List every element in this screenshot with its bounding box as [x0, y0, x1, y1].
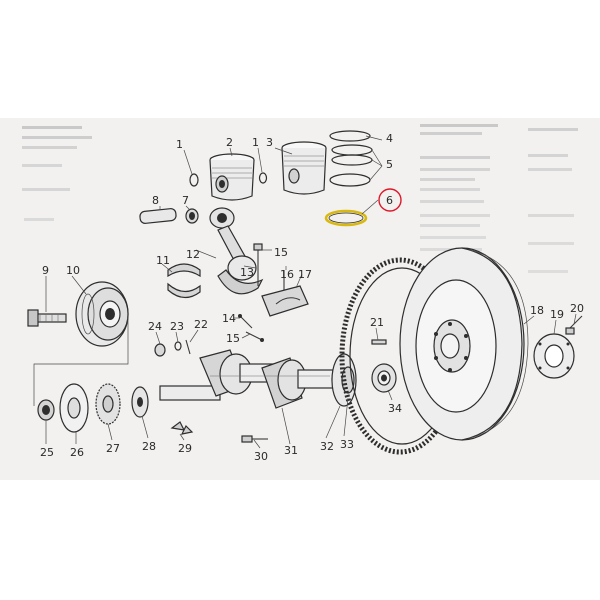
piston-left [209, 153, 255, 201]
callout-12: 12 [186, 248, 200, 261]
flywheel-bolt [241, 435, 268, 443]
callout-2: 2 [226, 136, 233, 149]
callout-26: 26 [70, 446, 84, 459]
circlip-left [189, 173, 199, 187]
gear-spacer [131, 386, 149, 418]
callout-8: 8 [152, 194, 159, 207]
callout-32: 32 [320, 440, 334, 453]
crank-timing-gear [95, 383, 121, 425]
faded-text-block-right [420, 124, 578, 273]
callout-34: 34 [388, 402, 402, 415]
pilot-bearing [371, 363, 397, 393]
callout-22: 22 [194, 318, 208, 331]
lock-plate [533, 333, 575, 379]
callout-6: 6 [386, 194, 393, 207]
cap-bolts [238, 314, 264, 342]
woodruff-keys [170, 421, 194, 435]
callout-21: 21 [370, 316, 384, 329]
catalog-page: 1 2 1 3 4 5 6 7 8 9 10 11 12 13 14 15 15… [0, 118, 600, 480]
main-bearing-cap [261, 285, 309, 317]
crank-bolt [27, 309, 67, 327]
callout-13: 13 [240, 266, 254, 279]
callout-3: 3 [266, 136, 273, 149]
callout-18: 18 [530, 304, 544, 317]
exploded-engine-diagram: 1 2 1 3 4 5 6 7 8 9 10 11 12 13 14 15 15… [22, 124, 584, 463]
piston-right [281, 141, 327, 195]
highlighted-piston-ring [324, 209, 368, 227]
callout-5: 5 [386, 158, 393, 171]
oil-thrower [59, 383, 89, 433]
connecting-rod [209, 207, 264, 295]
callout-20: 20 [570, 302, 584, 315]
callout-15a: 15 [274, 246, 288, 259]
callout-28: 28 [142, 440, 156, 453]
callout-24: 24 [148, 320, 162, 333]
callout-4: 4 [386, 132, 393, 145]
callout-31: 31 [284, 444, 298, 457]
piston-pin [139, 208, 177, 224]
callout-6-highlight-circle [378, 188, 402, 212]
callout-1b: 1 [252, 136, 259, 149]
small-washers [154, 339, 191, 357]
callout-14: 14 [222, 312, 236, 325]
front-seal [37, 399, 55, 421]
callout-7: 7 [182, 194, 189, 207]
leader-lines [33, 135, 577, 449]
callout-33: 33 [340, 438, 354, 451]
callout-1a: 1 [176, 138, 183, 151]
callout-23: 23 [170, 320, 184, 333]
callout-15b: 15 [226, 332, 240, 345]
callout-11: 11 [156, 254, 170, 267]
faded-text-block-left [22, 126, 92, 221]
callout-labels: 1 2 1 3 4 5 6 7 8 9 10 11 12 13 14 15 15… [40, 132, 584, 463]
callout-17: 17 [298, 268, 312, 281]
flywheel-bolt-20 [565, 315, 583, 335]
callout-30: 30 [254, 450, 268, 463]
small-end-bush [185, 208, 199, 224]
circlip-right [258, 172, 268, 184]
conrod-bearing-shells [167, 263, 201, 299]
flywheel [399, 247, 529, 441]
callout-27: 27 [106, 442, 120, 455]
dowel-pin [371, 339, 387, 345]
callout-25: 25 [40, 446, 54, 459]
callout-29: 29 [178, 442, 192, 455]
crankshaft-pulley [75, 281, 129, 347]
callout-16: 16 [280, 268, 294, 281]
callout-9: 9 [42, 264, 49, 277]
callout-19: 19 [550, 308, 564, 321]
callout-10: 10 [66, 264, 80, 277]
piston-rings [329, 130, 373, 187]
crankshaft [159, 349, 345, 409]
